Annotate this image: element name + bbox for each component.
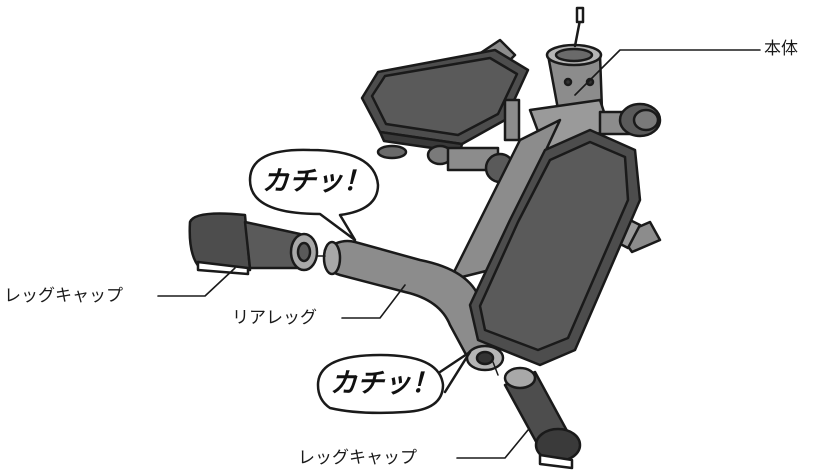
label-main-body: 本体 — [764, 39, 798, 59]
callout-text-lower: カチッ！ — [330, 368, 438, 399]
label-leg-cap-bottom: レッグキャップ — [298, 448, 417, 468]
callout-bubble-lower — [316, 350, 472, 415]
callout-text-upper: カチッ！ — [262, 166, 370, 197]
pedal-lower — [468, 128, 642, 367]
label-rear-leg: リアレッグ — [232, 308, 317, 328]
adjust-knob — [598, 102, 662, 138]
leader-leg-cap-left — [157, 267, 236, 297]
callout-bubble-upper — [248, 148, 380, 242]
leg-cap-bottom — [503, 366, 582, 470]
pedal-upper — [360, 48, 530, 160]
leader-leg-cap-bottom — [456, 429, 529, 459]
leader-rear-leg — [341, 284, 406, 319]
leader-main-body — [574, 49, 761, 96]
label-leg-cap-left: レッグキャップ — [4, 286, 123, 306]
leg-cap-left — [188, 212, 319, 276]
